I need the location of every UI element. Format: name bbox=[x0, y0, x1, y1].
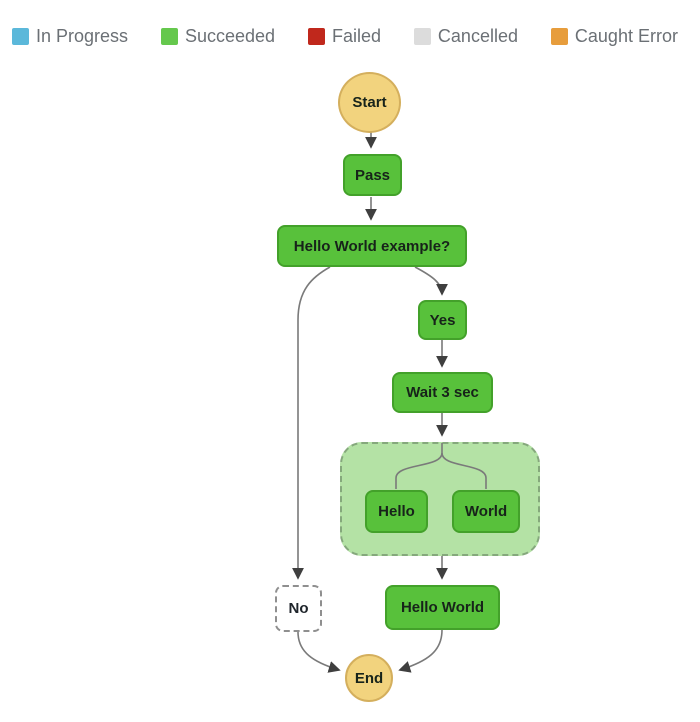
node-hello[interactable]: Hello bbox=[365, 490, 428, 533]
node-end[interactable]: End bbox=[345, 654, 393, 702]
succeeded-swatch-icon bbox=[160, 28, 178, 45]
node-start[interactable]: Start bbox=[338, 72, 401, 133]
legend-label: Succeeded bbox=[184, 26, 276, 46]
caught-error-swatch-icon bbox=[550, 28, 568, 45]
edge-choice-to-no bbox=[292, 266, 331, 580]
edge-helloworld-to-end bbox=[398, 629, 443, 673]
legend-item-caught-error: Caught Error bbox=[550, 26, 678, 47]
legend-item-cancelled: Cancelled bbox=[413, 26, 518, 47]
node-no[interactable]: No bbox=[275, 585, 322, 632]
status-legend: In Progress Succeeded Failed Cancelled C… bbox=[12, 26, 678, 47]
legend-label: Cancelled bbox=[437, 26, 518, 46]
legend-item-in-progress: In Progress bbox=[12, 26, 128, 47]
legend-item-succeeded: Succeeded bbox=[160, 26, 276, 47]
legend-label: In Progress bbox=[36, 26, 129, 46]
in-progress-swatch-icon bbox=[12, 28, 29, 45]
cancelled-swatch-icon bbox=[413, 28, 431, 45]
node-pass[interactable]: Pass bbox=[343, 154, 402, 196]
node-wait-3-sec[interactable]: Wait 3 sec bbox=[392, 372, 493, 413]
node-choice-hello-world-example[interactable]: Hello World example? bbox=[277, 225, 467, 267]
legend-item-failed: Failed bbox=[307, 26, 381, 47]
failed-swatch-icon bbox=[307, 28, 325, 45]
node-hello-world[interactable]: Hello World bbox=[385, 585, 500, 630]
edge-no-to-end bbox=[297, 631, 341, 673]
node-yes[interactable]: Yes bbox=[418, 300, 467, 340]
node-world[interactable]: World bbox=[452, 490, 520, 533]
legend-label: Caught Error bbox=[574, 26, 678, 46]
edge-choice-to-yes bbox=[414, 266, 448, 296]
legend-label: Failed bbox=[331, 26, 381, 46]
